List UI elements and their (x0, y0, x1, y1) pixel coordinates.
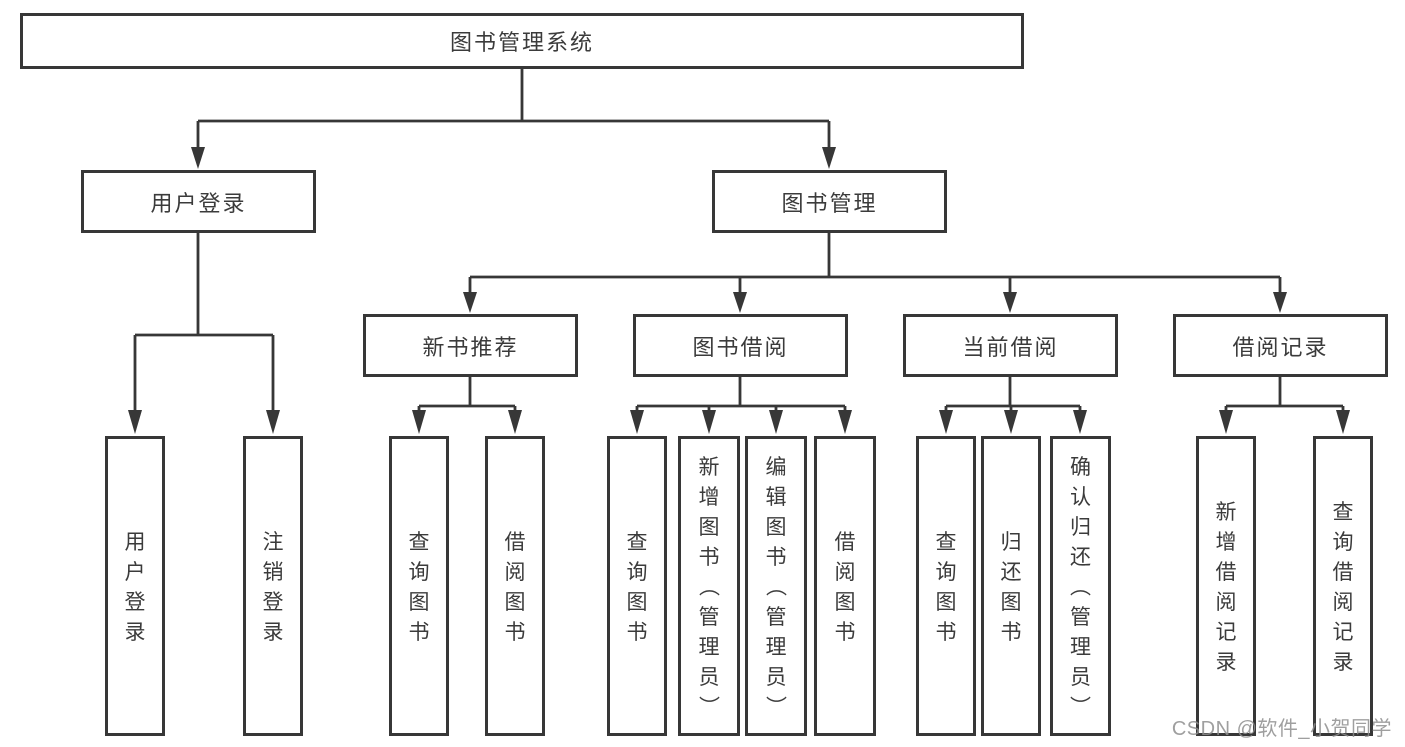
node-add-borrow-record: 新增借阅记录 (1196, 436, 1256, 736)
arrowhead-icon (702, 410, 716, 434)
arrowhead-icon (1336, 410, 1350, 434)
node-query-borrow-record: 查询借阅记录 (1313, 436, 1373, 736)
node-add-borrow-record-label: 新增借阅记录 (1215, 501, 1237, 674)
node-query-borrow-record-label: 查询借阅记录 (1332, 501, 1354, 674)
node-borrow-records: 借阅记录 (1173, 314, 1388, 377)
node-return-books: 归还图书 (981, 436, 1041, 736)
node-confirm-return-admin-label: 确认归还（管理员） (1067, 456, 1092, 717)
arrowhead-icon (939, 410, 953, 434)
node-book-management-label: 图书管理 (781, 190, 878, 216)
node-borrow-books-recommend: 借阅图书 (485, 436, 545, 736)
arrowhead-icon (1273, 292, 1287, 313)
watermark: CSDN @软件_小贺同学 (1171, 718, 1392, 740)
node-edit-books-admin-label: 编辑图书（管理员） (763, 456, 787, 717)
arrowhead-icon (838, 410, 852, 434)
node-add-books-admin: 新增图书（管理员） (678, 436, 740, 736)
node-new-book-recommend-label: 新书推荐 (422, 334, 519, 360)
node-query-books-recommend-label: 查询图书 (408, 531, 430, 644)
arrowhead-icon (508, 410, 522, 434)
arrowhead-icon (128, 410, 142, 434)
node-current-borrow-label: 当前借阅 (962, 334, 1059, 360)
arrowheads (128, 147, 1350, 434)
arrowhead-icon (1219, 410, 1233, 434)
node-user-login: 用户登录 (81, 170, 316, 233)
node-query-books-borrow-label: 查询图书 (626, 531, 648, 644)
node-library-system: 图书管理系统 (20, 13, 1024, 69)
node-borrow-books-recommend-label: 借阅图书 (504, 531, 526, 644)
arrowhead-icon (1004, 410, 1018, 434)
node-book-borrow-label: 图书借阅 (692, 334, 789, 360)
node-add-books-admin-label: 新增图书（管理员） (696, 456, 720, 717)
node-user-login-leaf: 用户登录 (105, 436, 165, 736)
node-query-books-recommend: 查询图书 (389, 436, 449, 736)
node-user-login-label: 用户登录 (150, 190, 247, 216)
node-confirm-return-admin: 确认归还（管理员） (1050, 436, 1111, 736)
connector-paths (133, 69, 1345, 412)
node-borrow-books-label: 借阅图书 (834, 531, 856, 644)
node-query-books-current-label: 查询图书 (935, 531, 957, 644)
arrowhead-icon (822, 147, 836, 169)
arrowhead-icon (630, 410, 644, 434)
arrowhead-icon (463, 292, 477, 313)
node-borrow-books: 借阅图书 (814, 436, 876, 736)
arrowhead-icon (191, 147, 205, 169)
arrowhead-icon (1003, 292, 1017, 313)
node-logout: 注销登录 (243, 436, 303, 736)
node-current-borrow: 当前借阅 (903, 314, 1118, 377)
arrowhead-icon (733, 292, 747, 313)
node-user-login-leaf-label: 用户登录 (124, 531, 146, 644)
node-edit-books-admin: 编辑图书（管理员） (745, 436, 807, 736)
arrowhead-icon (266, 410, 280, 434)
node-query-books-current: 查询图书 (916, 436, 976, 736)
node-return-books-label: 归还图书 (1000, 531, 1022, 644)
arrowhead-icon (769, 410, 783, 434)
node-book-management: 图书管理 (712, 170, 947, 233)
node-new-book-recommend: 新书推荐 (363, 314, 578, 377)
node-borrow-records-label: 借阅记录 (1232, 334, 1329, 360)
node-book-borrow: 图书借阅 (633, 314, 848, 377)
arrowhead-icon (412, 410, 426, 434)
arrowhead-icon (1073, 410, 1087, 434)
node-library-system-label: 图书管理系统 (449, 30, 594, 55)
node-query-books-borrow: 查询图书 (607, 436, 667, 736)
node-logout-label: 注销登录 (262, 531, 284, 644)
